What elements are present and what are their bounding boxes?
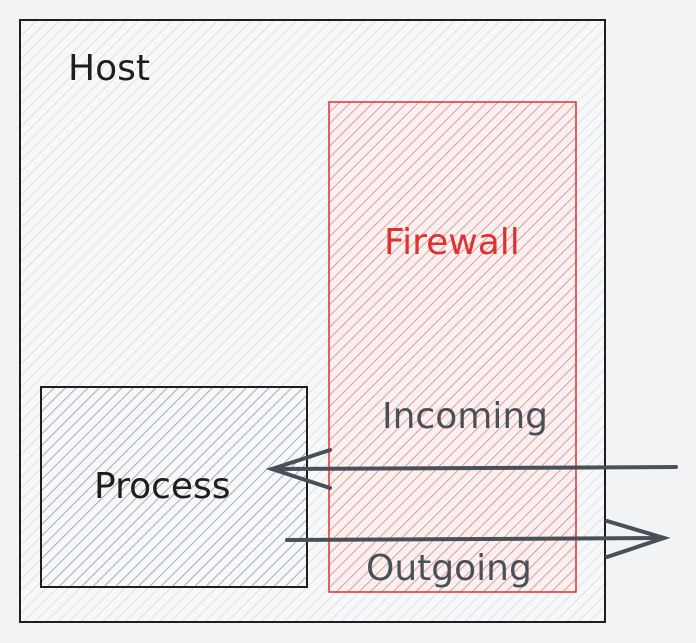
- firewall-label: Firewall: [384, 222, 520, 263]
- incoming-label: Incoming: [382, 396, 548, 437]
- outgoing-label: Outgoing: [366, 548, 532, 589]
- host-label: Host: [68, 48, 150, 89]
- incoming-arrow: [265, 448, 678, 490]
- outgoing-arrow: [285, 519, 671, 559]
- process-label: Process: [94, 466, 231, 507]
- firewall-box: [328, 101, 577, 593]
- process-box: [40, 386, 308, 588]
